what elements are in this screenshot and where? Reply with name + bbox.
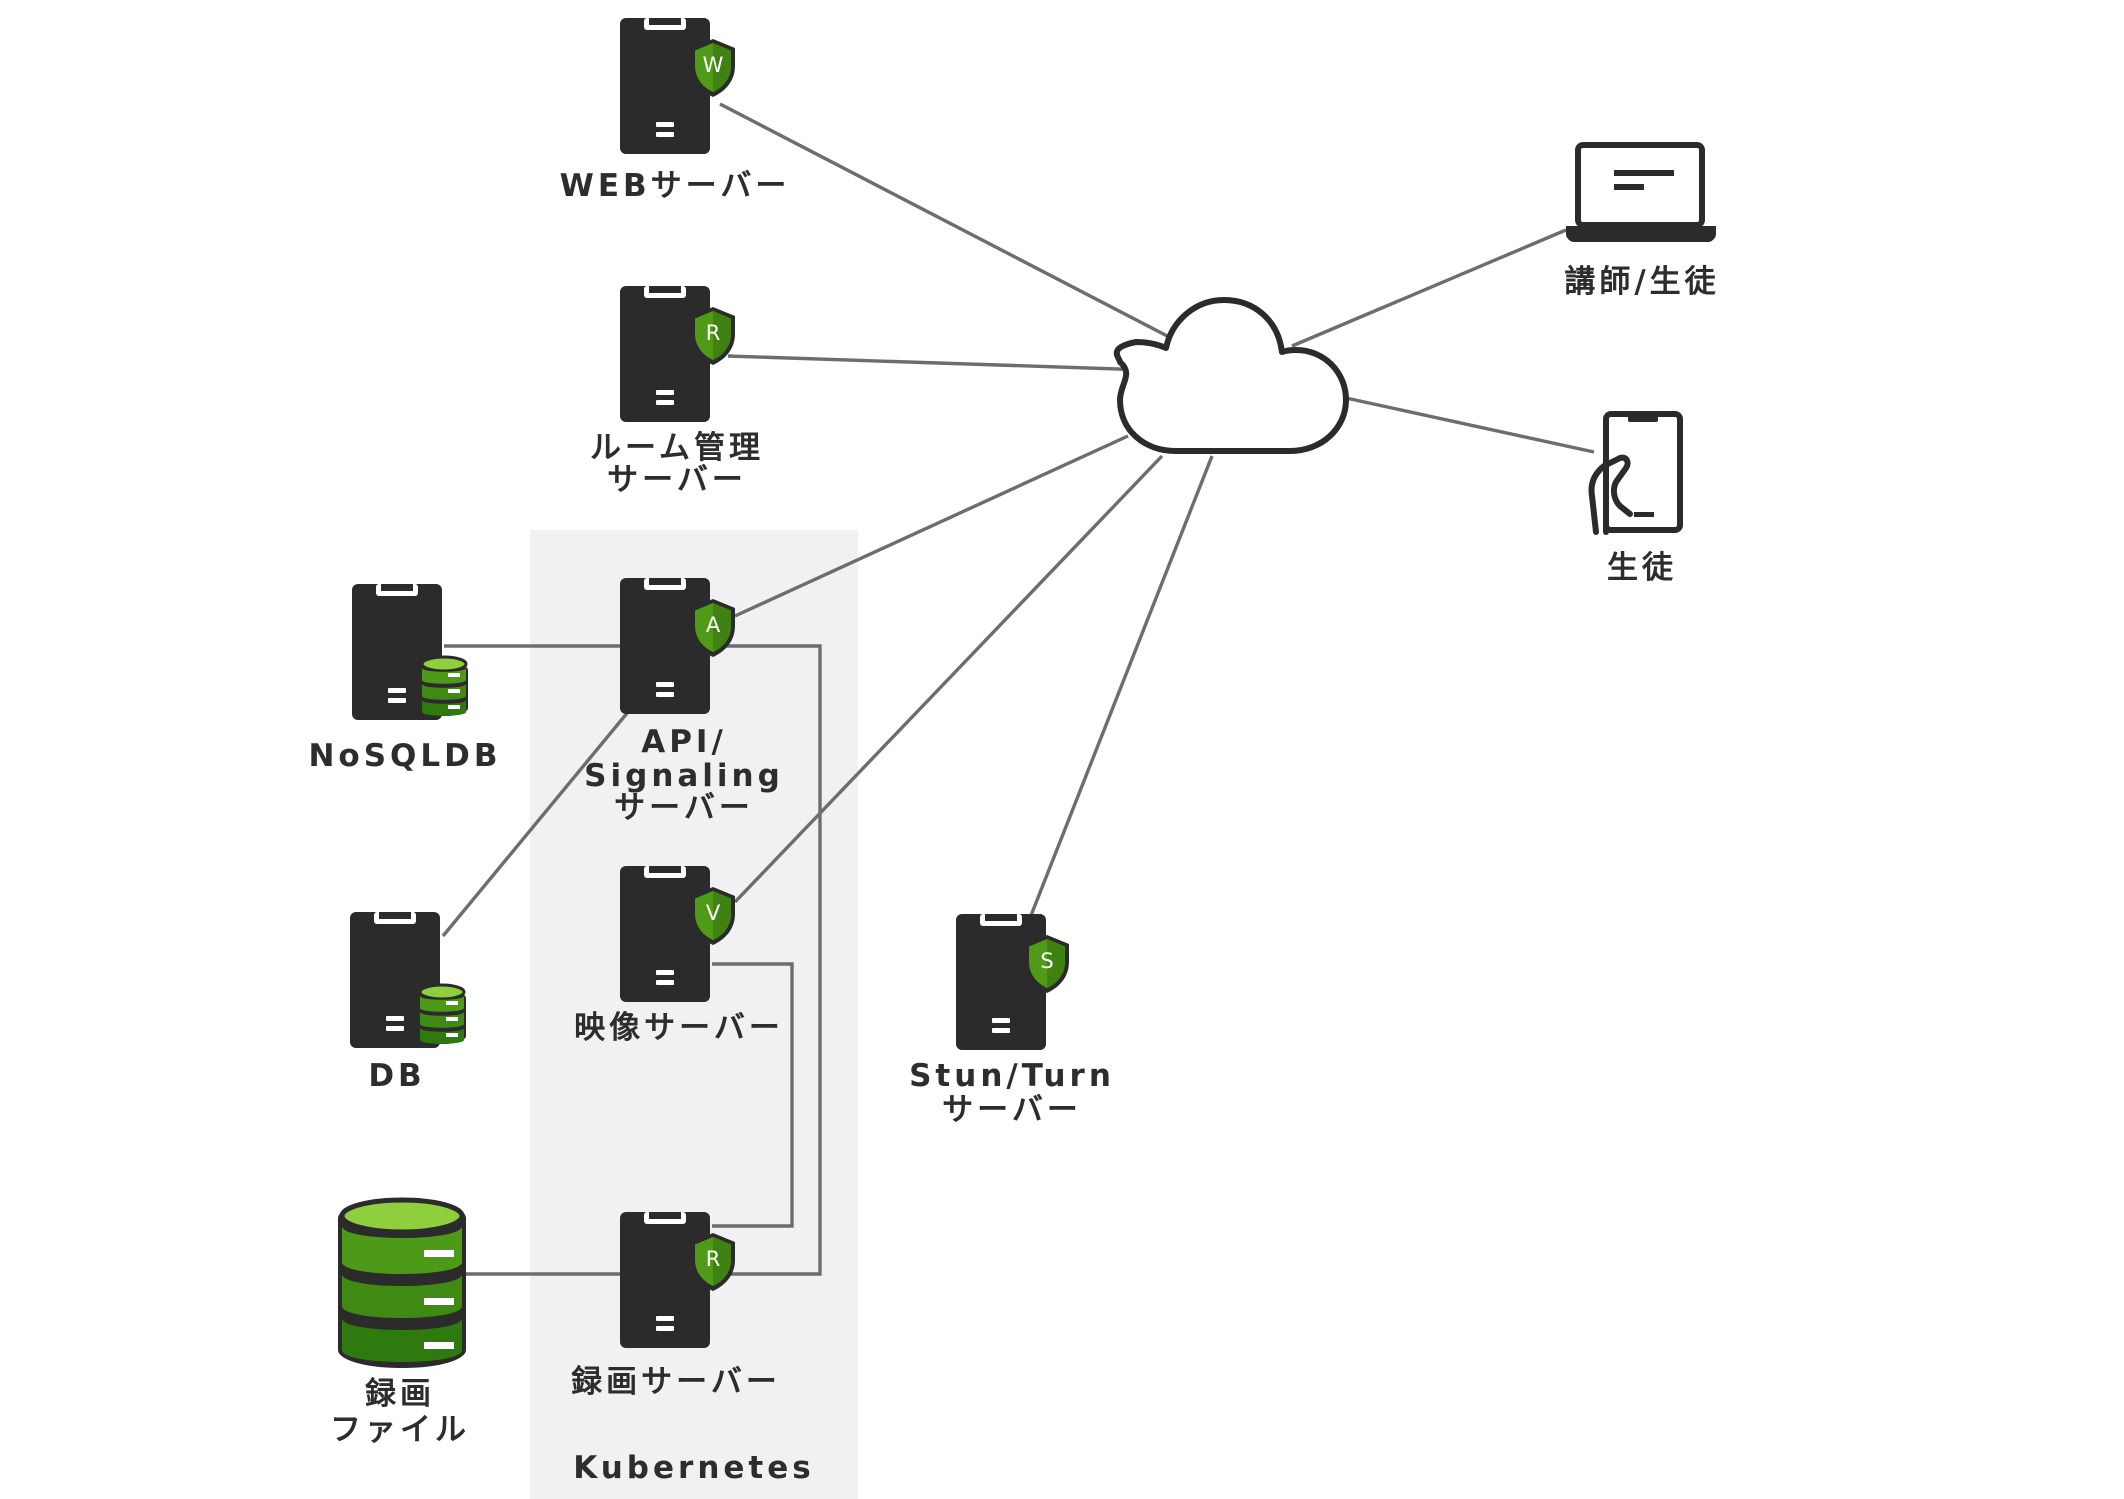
teacher-student-client[interactable]: 講師/生徒 bbox=[1564, 142, 1719, 300]
badge-letter: R bbox=[706, 1247, 721, 1271]
edge-db-api bbox=[441, 710, 630, 938]
server-icon bbox=[620, 866, 710, 1002]
edge-video-recorder bbox=[712, 962, 794, 1228]
nosql-db-server[interactable]: NoSQLDB bbox=[308, 584, 501, 774]
api-server-label-line2: Signaling bbox=[584, 758, 784, 794]
db-server[interactable]: DB bbox=[350, 912, 468, 1094]
db-label: DB bbox=[368, 1058, 425, 1094]
database-icon bbox=[416, 983, 468, 1046]
smartphone-icon bbox=[1588, 411, 1683, 535]
stun-turn-label-line1: Stun/Turn bbox=[909, 1058, 1115, 1094]
api-server[interactable]: A API/ Signaling サーバー bbox=[584, 578, 784, 826]
recording-files-label-line2: ファイル bbox=[330, 1412, 470, 1448]
video-server[interactable]: V 映像サーバー bbox=[574, 866, 784, 1046]
edge-stun-cloud bbox=[1028, 455, 1214, 919]
server-icon bbox=[620, 286, 710, 422]
laptop-icon bbox=[1566, 142, 1716, 242]
stun-turn-server[interactable]: S Stun/Turn サーバー bbox=[909, 914, 1115, 1128]
recording-files-storage[interactable]: 録画 ファイル bbox=[330, 1197, 470, 1448]
server-icon bbox=[620, 1212, 710, 1348]
cloud[interactable] bbox=[1113, 297, 1349, 454]
storage-icon bbox=[338, 1197, 466, 1368]
cloud-icon bbox=[1113, 297, 1349, 454]
api-server-label-line3: サーバー bbox=[614, 790, 754, 826]
recording-server[interactable]: R 録画サーバー bbox=[571, 1212, 781, 1400]
api-server-label-line1: API/ bbox=[641, 724, 727, 760]
web-server-label: WEBサーバー bbox=[560, 168, 791, 204]
nosql-db-label: NoSQLDB bbox=[308, 738, 501, 774]
teacher-student-label: 講師/生徒 bbox=[1564, 264, 1719, 300]
student-client[interactable]: 生徒 bbox=[1588, 411, 1683, 586]
room-server-label-line2: サーバー bbox=[607, 462, 747, 498]
recording-server-label: 録画サーバー bbox=[571, 1364, 781, 1400]
room-server[interactable]: R ルーム管理 サーバー bbox=[590, 286, 764, 498]
connections bbox=[441, 102, 1595, 1276]
badge-letter: S bbox=[1040, 949, 1053, 973]
stun-turn-label-line2: サーバー bbox=[942, 1092, 1082, 1128]
student-label: 生徒 bbox=[1607, 550, 1677, 586]
edge-web-cloud bbox=[719, 102, 1176, 342]
edge-room-cloud bbox=[727, 354, 1149, 372]
edge-cloud-student bbox=[1345, 396, 1595, 454]
badge-letter: V bbox=[706, 901, 721, 925]
kubernetes-label: Kubernetes bbox=[573, 1450, 814, 1486]
edge-api-recorder bbox=[712, 644, 822, 1276]
server-icon bbox=[620, 18, 710, 154]
server-icon bbox=[620, 578, 710, 714]
edge-cloud-teacher bbox=[1291, 228, 1567, 348]
edge-video-cloud bbox=[733, 454, 1164, 904]
database-icon bbox=[418, 655, 470, 718]
web-server[interactable]: W WEBサーバー bbox=[560, 18, 791, 204]
badge-letter: R bbox=[706, 321, 721, 345]
recording-files-label-line1: 録画 bbox=[365, 1376, 435, 1412]
badge-letter: W bbox=[703, 53, 724, 77]
badge-letter: A bbox=[706, 613, 721, 637]
edge-api-cloud bbox=[734, 434, 1129, 618]
room-server-label-line1: ルーム管理 bbox=[590, 430, 764, 466]
video-server-label: 映像サーバー bbox=[574, 1010, 784, 1046]
